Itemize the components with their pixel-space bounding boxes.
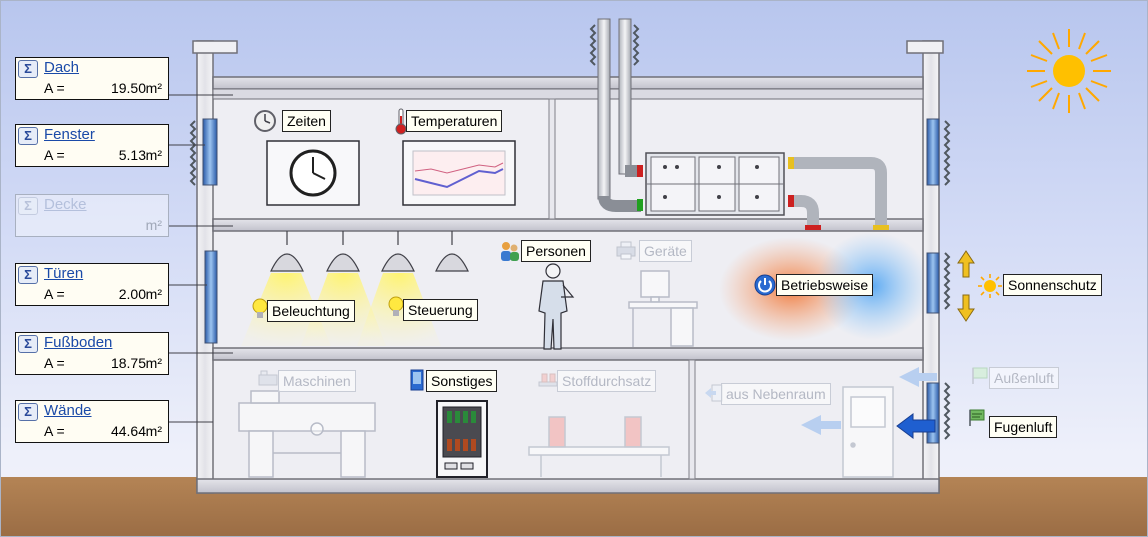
sigma-icon[interactable]: Σ	[18, 266, 38, 284]
area-value: 19.50	[110, 80, 146, 96]
power-icon[interactable]	[754, 274, 776, 296]
area-value: 2.00	[118, 286, 146, 302]
person-figure	[538, 263, 575, 350]
right-parapet	[906, 40, 944, 54]
waende-link[interactable]: Wände	[44, 402, 92, 419]
sigma-icon[interactable]: Σ	[18, 60, 38, 78]
area-value: 5.13	[118, 147, 146, 163]
sonstiges-button[interactable]: Sonstiges	[426, 370, 498, 392]
area-unit: m²	[145, 355, 162, 371]
stoffdurchsatz-button: Stoffdurchsatz	[557, 370, 657, 392]
temperature-chart-panel	[402, 140, 516, 206]
area-label: A =	[44, 423, 65, 439]
roof-slab-lower	[212, 88, 924, 100]
fenster-link[interactable]: Fenster	[44, 126, 95, 143]
sun-icon	[1027, 29, 1111, 113]
fridge-icon[interactable]	[409, 369, 425, 391]
airflow-arrows-inactive	[801, 367, 937, 435]
roof-slab	[212, 76, 924, 90]
window-left-upper	[202, 118, 218, 186]
area-label: A =	[44, 286, 65, 302]
leader-lines	[169, 94, 233, 423]
desk-workstation	[628, 270, 698, 347]
exhaust-ducts	[589, 18, 643, 212]
summary-waende: Σ Wände A = 44.64 m²	[15, 400, 169, 443]
area-label: A =	[44, 147, 65, 163]
temperaturen-button[interactable]: Temperaturen	[406, 110, 503, 132]
summary-fussboden: Σ Fußboden A = 18.75 m²	[15, 332, 169, 375]
upper-partition	[548, 98, 556, 220]
blinds	[189, 120, 951, 440]
sigma-icon: Σ	[18, 197, 38, 215]
sigma-icon[interactable]: Σ	[18, 127, 38, 145]
window-right-middle	[926, 252, 940, 314]
sigma-icon[interactable]: Σ	[18, 403, 38, 421]
lower-partition	[688, 359, 696, 480]
area-value: 18.75	[110, 355, 146, 371]
fugenluft-arrow	[896, 413, 936, 439]
conveyor	[528, 416, 670, 477]
steuerung-button[interactable]: Steuerung	[403, 299, 478, 321]
window-right-lower	[926, 382, 940, 444]
window-right-upper	[926, 118, 940, 186]
lathe-machine	[238, 390, 376, 478]
wind-icon	[972, 367, 988, 384]
left-parapet	[192, 40, 238, 54]
area-unit: m²	[145, 147, 162, 163]
area-unit: m²	[145, 423, 162, 439]
sunshade-arrows	[957, 250, 975, 322]
printer-icon	[616, 241, 636, 260]
wind-icon[interactable]	[966, 406, 988, 428]
clock-icon[interactable]	[253, 109, 277, 133]
summary-decke: Σ Decke m²	[15, 194, 169, 237]
thermometer-icon[interactable]	[394, 107, 408, 135]
machine-icon	[258, 370, 278, 386]
people-icon[interactable]	[497, 239, 521, 263]
tueren-link[interactable]: Türen	[44, 265, 84, 282]
area-label: A =	[44, 355, 65, 371]
drinks-fridge	[436, 400, 488, 478]
ground-slab	[196, 478, 940, 494]
beleuchtung-button[interactable]: Beleuchtung	[267, 300, 355, 322]
decke-link: Decke	[44, 196, 87, 213]
betriebsweise-button[interactable]: Betriebsweise	[776, 274, 874, 296]
air-handling-unit	[645, 152, 889, 230]
ceiling-lamps	[270, 231, 469, 272]
area-unit: m²	[145, 80, 162, 96]
sun-small-icon[interactable]	[977, 273, 1003, 299]
summary-tueren: Σ Türen A = 2.00 m²	[15, 263, 169, 306]
fussboden-link[interactable]: Fußboden	[44, 334, 113, 351]
area-value: 44.64	[110, 423, 146, 439]
door	[842, 386, 894, 478]
maschinen-button: Maschinen	[278, 370, 356, 392]
personen-button[interactable]: Personen	[521, 240, 591, 262]
aus-nebenraum-button: aus Nebenraum	[721, 383, 831, 405]
area-label: A =	[44, 80, 65, 96]
geraete-button: Geräte	[639, 240, 692, 262]
area-unit: m²	[145, 217, 162, 233]
conveyor-icon	[538, 373, 558, 387]
clock-panel	[266, 140, 360, 206]
summary-dach: Σ Dach A = 19.50 m²	[15, 57, 169, 100]
dach-link[interactable]: Dach	[44, 59, 80, 76]
zeiten-button[interactable]: Zeiten	[282, 110, 331, 132]
summary-fenster: Σ Fenster A = 5.13 m²	[15, 124, 169, 167]
upper-floor-slab	[212, 218, 924, 232]
sigma-icon[interactable]: Σ	[18, 335, 38, 353]
aussenluft-button: Außenluft	[989, 367, 1059, 389]
area-unit: m²	[145, 286, 162, 302]
sonnenschutz-button[interactable]: Sonnenschutz	[1003, 274, 1102, 296]
middle-floor-slab	[212, 347, 924, 361]
window-left-middle	[204, 250, 218, 344]
fugenluft-button[interactable]: Fugenluft	[989, 416, 1058, 438]
